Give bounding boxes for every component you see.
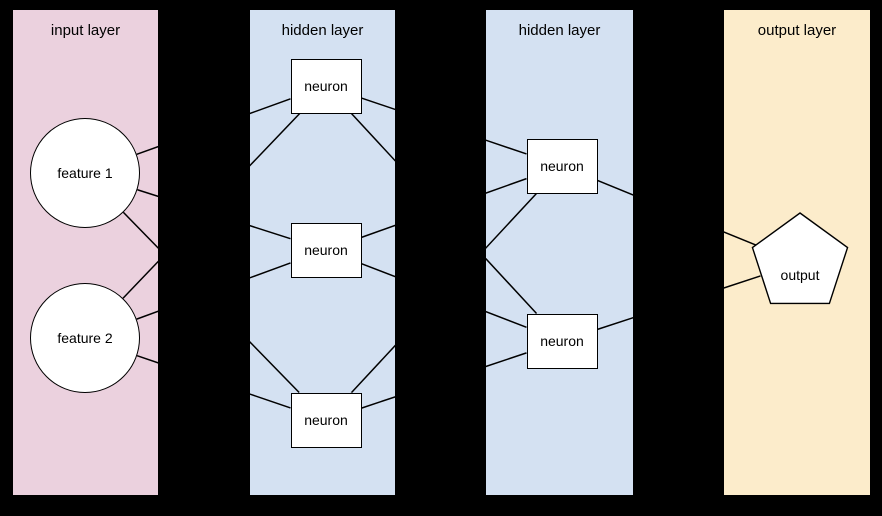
layer-panel-hidden-2: hidden layer neuron neuron <box>486 10 633 495</box>
layer-title-output: output layer <box>757 22 837 39</box>
layer-panel-output: output layer output <box>724 10 870 495</box>
connection-hidden-2-1-to-output-0 <box>724 275 761 289</box>
node-hidden-1-0[interactable]: neuron <box>290 58 362 114</box>
node-hidden-2-1[interactable]: neuron <box>526 313 598 369</box>
node-label: neuron <box>540 158 584 174</box>
connection-hidden-1-1-to-hidden-2-0 <box>486 177 527 194</box>
node-hidden-2-0[interactable]: neuron <box>526 138 598 194</box>
connection-hidden-1-2-to-hidden-2-0 <box>486 192 537 249</box>
connection-input-1-to-hidden-1-2 <box>250 393 291 409</box>
connection-hidden-1-0-to-hidden-2-1 <box>343 105 395 162</box>
edge-layer-input <box>114 145 158 364</box>
connection-hidden-1-0-to-hidden-2-1 <box>486 257 538 315</box>
node-label: neuron <box>304 412 348 428</box>
connection-input-0-to-hidden-1-0 <box>250 98 291 115</box>
connection-hidden-1-1-to-hidden-2-1 <box>486 310 527 329</box>
layer-title-input: input layer <box>50 22 121 39</box>
connection-input-0-to-hidden-1-1 <box>250 224 291 240</box>
layer-panel-input: input layer feature 1 feature 2 <box>13 10 158 495</box>
node-hidden-1-2[interactable]: neuron <box>290 392 362 448</box>
node-input-0[interactable]: feature 1 <box>30 118 140 228</box>
node-label: feature 2 <box>57 330 113 346</box>
connection-hidden-1-2-to-hidden-2-1 <box>486 352 527 368</box>
edge-layer-output <box>724 231 762 289</box>
connection-hidden-1-0-to-hidden-2-0 <box>486 139 527 155</box>
connection-input-1-to-hidden-1-1 <box>250 262 291 279</box>
node-label: neuron <box>540 333 584 349</box>
node-hidden-1-1[interactable]: neuron <box>290 222 362 278</box>
connection-hidden-2-0-to-output-0 <box>724 231 762 248</box>
node-label: feature 1 <box>57 165 113 181</box>
pentagon-icon <box>751 212 849 305</box>
node-input-1[interactable]: feature 2 <box>30 283 140 393</box>
node-label: neuron <box>304 242 348 258</box>
node-output[interactable]: output <box>748 211 852 315</box>
layer-title-hidden-1: hidden layer <box>281 22 364 39</box>
layer-panel-hidden-1: hidden layer neuron neuron neuron <box>250 10 395 495</box>
node-label: output <box>780 267 820 283</box>
connection-input-0-to-hidden-1-2 <box>250 341 300 394</box>
layer-title-hidden-2: hidden layer <box>518 22 601 39</box>
connection-input-1-to-hidden-1-0 <box>250 112 301 167</box>
node-label: neuron <box>304 78 348 94</box>
edge-layer-hidden-2 <box>486 139 633 368</box>
